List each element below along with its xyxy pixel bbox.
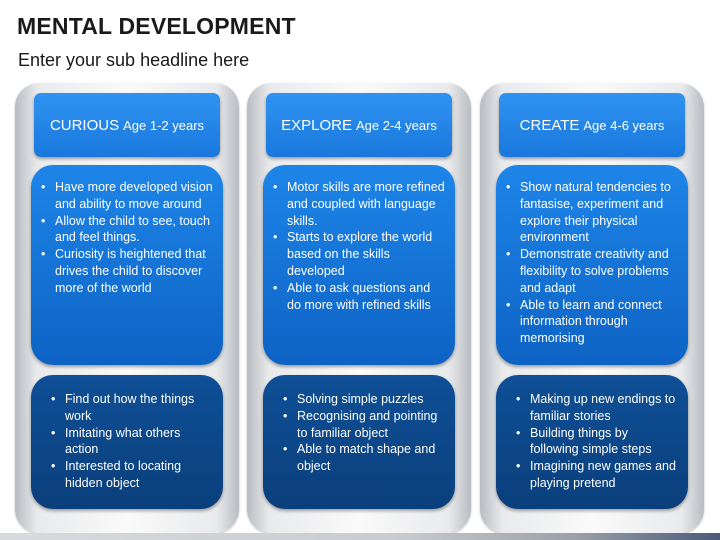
- list-item: Able to ask questions and do more with r…: [273, 280, 447, 314]
- bottom-list: Find out how the things work Imitating w…: [51, 391, 215, 492]
- list-item: Interested to locating hidden object: [51, 458, 215, 492]
- top-list-box: Motor skills are more refined and couple…: [263, 165, 455, 365]
- list-item: Making up new endings to familiar storie…: [516, 391, 680, 425]
- column-create: CREATE Age 4-6 years Show natural tenden…: [480, 83, 704, 533]
- list-item: Allow the child to see, touch and feel t…: [41, 213, 215, 247]
- list-item: Recognising and pointing to familiar obj…: [283, 408, 447, 442]
- list-item: Imagining new games and playing pretend: [516, 458, 680, 492]
- bottom-list-box: Find out how the things work Imitating w…: [31, 375, 223, 509]
- top-list: Have more developed vision and ability t…: [41, 179, 215, 297]
- column-curious: CURIOUS Age 1-2 years Have more develope…: [15, 83, 239, 533]
- list-item: Show natural tendencies to fantasise, ex…: [506, 179, 680, 246]
- bottom-list: Making up new endings to familiar storie…: [516, 391, 680, 492]
- column-header: CREATE Age 4-6 years: [499, 93, 685, 157]
- top-list: Motor skills are more refined and couple…: [273, 179, 447, 314]
- list-item: Able to match shape and object: [283, 441, 447, 475]
- column-age: Age 1-2 years: [123, 117, 205, 133]
- page-subtitle: Enter your sub headline here: [18, 50, 250, 70]
- top-list-box: Show natural tendencies to fantasise, ex…: [496, 165, 688, 365]
- column-explore: EXPLORE Age 2-4 years Motor skills are m…: [247, 83, 471, 533]
- footer-bar: [0, 533, 720, 540]
- list-item: Find out how the things work: [51, 391, 215, 425]
- list-item: Demonstrate creativity and flexibility t…: [506, 246, 680, 296]
- column-heading: EXPLORE: [281, 116, 352, 134]
- top-list-box: Have more developed vision and ability t…: [31, 165, 223, 365]
- list-item: Able to learn and connect information th…: [506, 297, 680, 347]
- list-item: Imitating what others action: [51, 425, 215, 459]
- list-item: Solving simple puzzles: [283, 391, 447, 408]
- column-header: EXPLORE Age 2-4 years: [266, 93, 452, 157]
- page-title: MENTAL DEVELOPMENT: [17, 13, 296, 39]
- bottom-list-box: Solving simple puzzles Recognising and p…: [263, 375, 455, 509]
- column-age: Age 4-6 years: [583, 117, 665, 133]
- list-item: Curiosity is heightened that drives the …: [41, 246, 215, 296]
- column-heading: CURIOUS: [49, 116, 120, 134]
- column-header: CURIOUS Age 1-2 years: [34, 93, 220, 157]
- list-item: Motor skills are more refined and couple…: [273, 179, 447, 229]
- bottom-list: Solving simple puzzles Recognising and p…: [283, 391, 447, 475]
- top-list: Show natural tendencies to fantasise, ex…: [506, 179, 680, 347]
- list-item: Starts to explore the world based on the…: [273, 229, 447, 279]
- column-heading: CREATE: [519, 116, 580, 134]
- bottom-list-box: Making up new endings to familiar storie…: [496, 375, 688, 509]
- column-age: Age 2-4 years: [355, 117, 437, 133]
- list-item: Building things by following simple step…: [516, 425, 680, 459]
- list-item: Have more developed vision and ability t…: [41, 179, 215, 213]
